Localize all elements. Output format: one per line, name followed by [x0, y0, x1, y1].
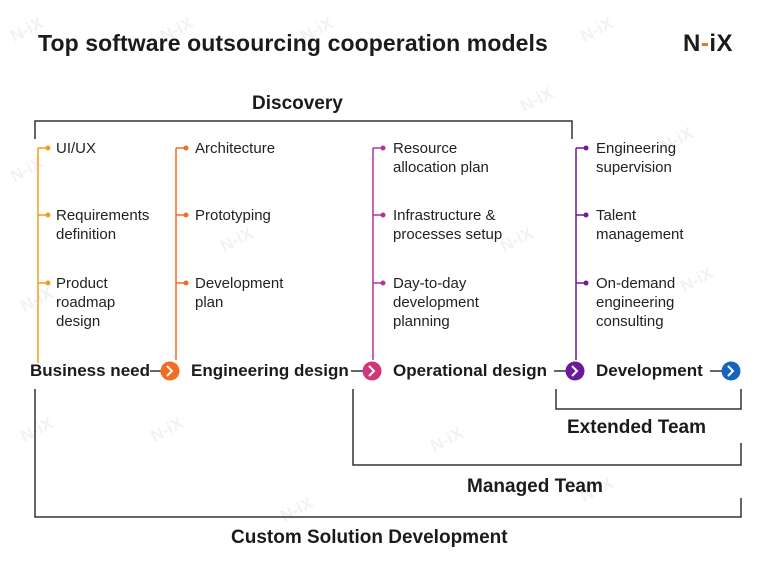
list-item: Architecture [195, 140, 276, 157]
arrow-circle-icon [721, 361, 741, 381]
arrow-chevron-icon [166, 365, 174, 377]
extended-team-label: Extended Team [567, 417, 707, 438]
page-title: Top software outsourcing cooperation mod… [38, 30, 548, 56]
logo-ix: iX [709, 30, 734, 57]
stage-development: Development [596, 361, 703, 380]
stage-business-need: Business need [30, 361, 150, 380]
logo-n: N [683, 30, 701, 57]
bullet-dot [183, 145, 189, 151]
arrow-chevron-icon [727, 365, 735, 377]
arrow-circle-icon [160, 361, 180, 381]
custom-solution-bracket [34, 389, 742, 518]
discovery-label: Discovery [252, 93, 343, 114]
bullet-dot [583, 280, 589, 286]
bullet-dot [183, 212, 189, 218]
managed-team-bracket [352, 389, 742, 466]
bullet-dot [380, 280, 386, 286]
list-item: Prototyping [195, 207, 271, 224]
bullet-dot [45, 280, 51, 286]
bullet-dot [183, 280, 189, 286]
discovery-bracket [34, 120, 573, 139]
n-ix-logo: N-iX [683, 30, 733, 58]
list-item: Talent management [596, 207, 684, 243]
bullet-dot [380, 212, 386, 218]
list-item: Resource allocation plan [393, 140, 489, 176]
bullet-dot [583, 145, 589, 151]
stage-operational-design: Operational design [393, 361, 547, 380]
list-item: Engineering supervision [596, 140, 677, 176]
arrow-chevron-icon [368, 365, 376, 377]
arrow-chevron-icon [571, 365, 579, 377]
bullet-dot [45, 212, 51, 218]
extended-team-bracket [555, 389, 742, 410]
list-item: Infrastructure & processes setup [393, 207, 503, 243]
bullet-dot [380, 145, 386, 151]
stage-engineering-design: Engineering design [191, 361, 349, 380]
list-item: UI/UX [56, 140, 97, 157]
arrow-circle-icon [565, 361, 585, 381]
logo-dash: - [700, 30, 710, 57]
list-item: Day-to-day development planning [393, 275, 479, 330]
bullet-dot [583, 212, 589, 218]
list-item: Requirements definition [56, 207, 150, 243]
custom-solution-label: Custom Solution Development [231, 527, 508, 548]
managed-team-label: Managed Team [467, 476, 603, 497]
list-item: On-demand engineering consulting [596, 275, 676, 330]
bullet-dot [45, 145, 51, 151]
list-item: Development plan [195, 275, 284, 311]
list-item: Product roadmap design [56, 275, 116, 330]
arrow-circle-icon [362, 361, 382, 381]
